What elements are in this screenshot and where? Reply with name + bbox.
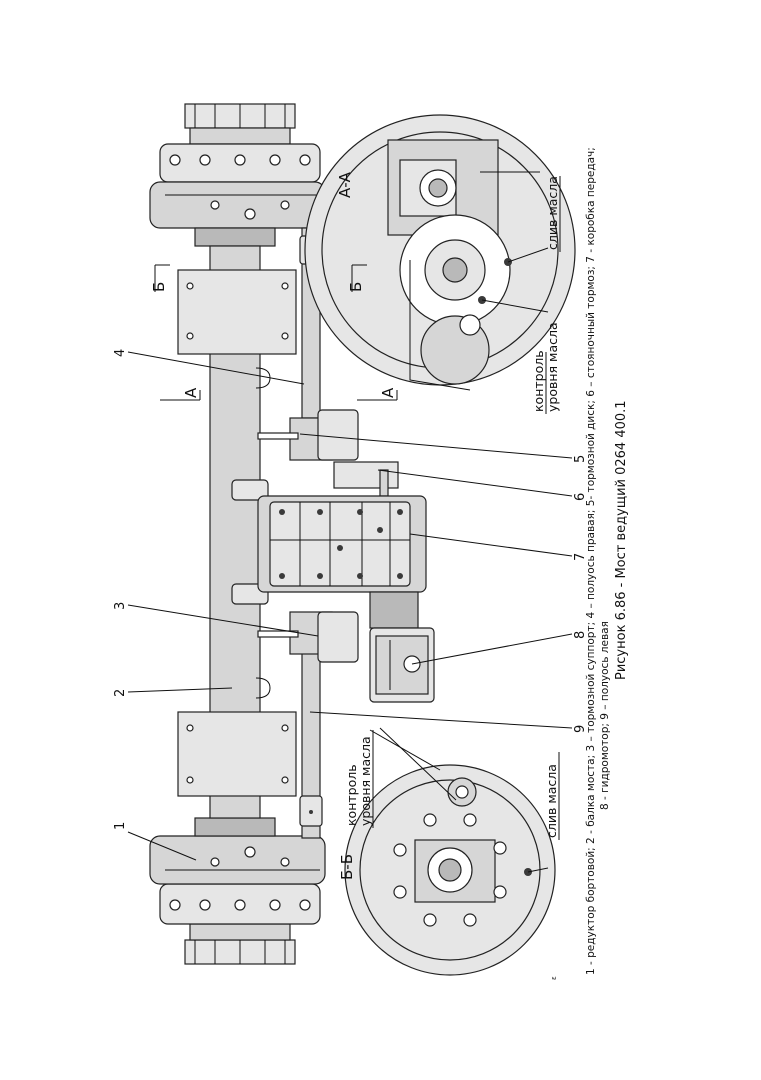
oil-level-label-bb-2: уровня масла: [358, 736, 373, 826]
final-drive-top: [149, 103, 326, 247]
axle-beam: [177, 245, 297, 819]
gearbox: [257, 495, 427, 629]
view-label-aa: А-А: [336, 171, 354, 198]
leader-lines: [127, 247, 573, 873]
oil-drain-label-aa: слив масла: [545, 176, 560, 250]
callout-4: 4: [113, 349, 128, 357]
oil-level-label-bb-1: контроль: [344, 764, 359, 826]
brake-units: [257, 409, 359, 663]
hydraulic-motor: [369, 627, 435, 703]
section-view-bb: [344, 764, 556, 976]
parking-brake: [333, 461, 399, 497]
page-mark: ε: [550, 976, 558, 980]
callout-9: 9: [573, 725, 588, 733]
section-letters: А А Б Б А-А Б-Б: [150, 171, 397, 880]
callout-1: 1: [113, 822, 128, 830]
section-arrows: [154, 264, 398, 401]
oil-level-label-aa-1: контроль: [531, 350, 546, 412]
figure-caption: Рисунок 6.86 - Мост ведущий 0264 400.1: [614, 400, 629, 680]
label-underlines: [372, 176, 561, 840]
section-mark-a-right: А: [379, 387, 397, 398]
oil-level-label-aa-2: уровня масла: [545, 322, 560, 412]
figure-legend: 1 - редуктор бортовой; 2 - балка моста; …: [550, 147, 629, 980]
callout-numbers: 1 2 3 4 5 6 7 8 9: [113, 349, 588, 830]
section-view-aa: [304, 114, 576, 391]
callout-3: 3: [113, 602, 128, 610]
callout-6: 6: [573, 493, 588, 501]
view-label-bb: Б-Б: [338, 854, 356, 880]
final-drive-bottom: [149, 817, 326, 965]
section-mark-b-right: Б: [347, 282, 365, 292]
callout-2: 2: [113, 689, 128, 697]
section-mark-a-left: А: [182, 387, 200, 398]
legend-line-1: 1 - редуктор бортовой; 2 - балка моста; …: [585, 147, 597, 975]
callout-5: 5: [573, 455, 588, 463]
callout-8: 8: [573, 631, 588, 639]
annotation-labels: слив масла контроль уровня масла контрол…: [344, 176, 560, 838]
section-mark-b-left: Б: [150, 282, 168, 292]
callout-7: 7: [573, 553, 588, 561]
legend-line-2: 8 - гидромотор; 9 – полуось левая: [599, 621, 611, 810]
oil-drain-label-bb: слив масла: [544, 764, 559, 838]
